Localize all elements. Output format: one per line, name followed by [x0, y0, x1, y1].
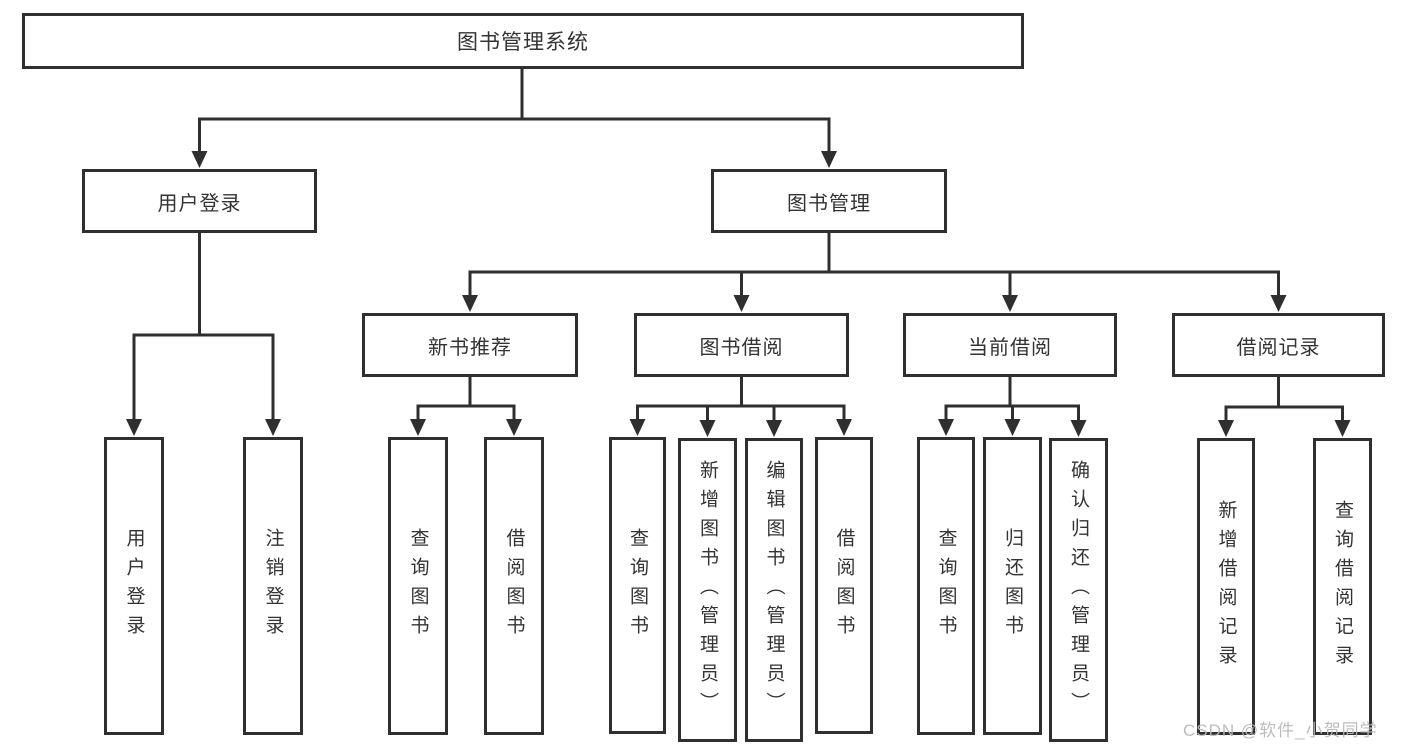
leaf-recommend-query-book-label: 查询图书 — [407, 528, 429, 644]
leaf-recommend-borrow-book-label: 借阅图书 — [503, 528, 525, 644]
leaf-user-login: 用户登录 — [104, 437, 164, 735]
leaf-borrowing-borrow-book: 借阅图书 — [815, 437, 873, 734]
leaf-return-book: 归还图书 — [983, 437, 1042, 735]
leaf-edit-book-admin: 编辑图书（管理员） — [745, 438, 803, 742]
leaf-add-book-admin: 新增图书（管理员） — [678, 438, 737, 742]
leaf-user-login-label: 用户登录 — [123, 528, 145, 644]
leaf-add-borrow-record-label: 新增借阅记录 — [1215, 499, 1237, 674]
node-current-borrowing-label: 当前借阅 — [968, 336, 1052, 359]
leaf-logout: 注销登录 — [243, 437, 303, 735]
leaf-query-borrow-record-label: 查询借阅记录 — [1332, 499, 1353, 674]
node-borrow-records-label: 借阅记录 — [1236, 336, 1321, 359]
node-new-book-recommend: 新书推荐 — [362, 313, 578, 377]
node-new-book-recommend-label: 新书推荐 — [428, 336, 512, 359]
leaf-current-query-book: 查询图书 — [917, 437, 975, 735]
node-root: 图书管理系统 — [22, 13, 1024, 69]
node-book-borrowing-label: 图书借阅 — [699, 336, 784, 359]
leaf-return-book-label: 归还图书 — [1002, 528, 1023, 644]
node-current-borrowing: 当前借阅 — [903, 313, 1117, 377]
node-book-borrowing: 图书借阅 — [634, 313, 849, 377]
watermark: CSDN @软件_小贺同学 — [1183, 721, 1378, 740]
leaf-add-book-admin-label: 新增图书（管理员） — [697, 459, 718, 721]
leaf-query-borrow-record: 查询借阅记录 — [1313, 438, 1372, 735]
leaf-current-query-book-label: 查询图书 — [935, 528, 957, 644]
leaf-confirm-return-admin: 确认归还（管理员） — [1049, 438, 1108, 742]
leaf-confirm-return-admin-label: 确认归还（管理员） — [1068, 459, 1089, 721]
node-borrow-records: 借阅记录 — [1172, 313, 1385, 377]
leaf-edit-book-admin-label: 编辑图书（管理员） — [763, 459, 785, 721]
node-root-label: 图书管理系统 — [457, 31, 589, 54]
leaf-recommend-borrow-book: 借阅图书 — [484, 437, 544, 735]
node-book-management: 图书管理 — [711, 169, 947, 233]
leaf-add-borrow-record: 新增借阅记录 — [1197, 438, 1255, 735]
node-user-login: 用户登录 — [82, 169, 317, 233]
leaf-borrowing-borrow-book-label: 借阅图书 — [833, 527, 855, 644]
node-user-login-label: 用户登录 — [157, 192, 242, 215]
leaf-recommend-query-book: 查询图书 — [388, 437, 448, 735]
leaf-borrowing-query-book-label: 查询图书 — [627, 527, 648, 644]
leaf-logout-label: 注销登录 — [262, 528, 284, 644]
node-book-management-label: 图书管理 — [787, 192, 871, 215]
leaf-borrowing-query-book: 查询图书 — [609, 437, 666, 734]
